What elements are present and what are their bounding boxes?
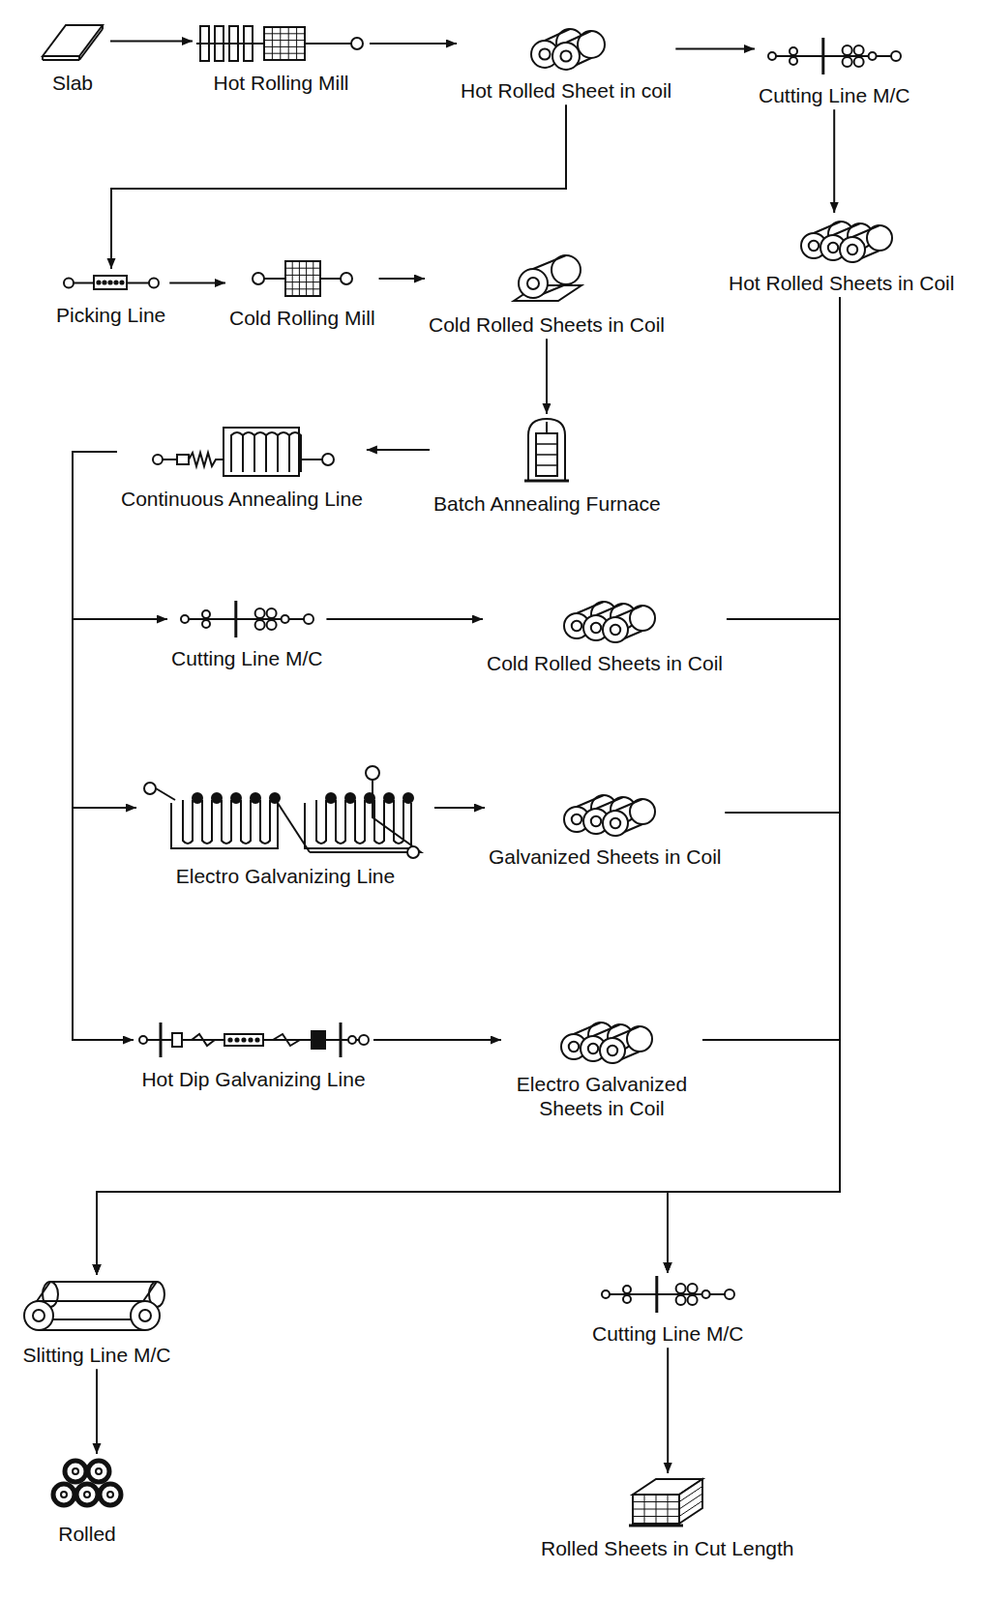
flow-arrow [667,619,840,1274]
machine-icon [527,27,605,71]
step-label: Cold Rolled Sheets in Coil [428,312,665,337]
process-step: Rolled [44,1454,130,1549]
process-step: Rolled Sheets in Cut Length [536,1473,799,1563]
step-label: Cutting Line M/C [758,83,910,108]
process-step: Electro Galvanized Sheets in Coil [501,1013,703,1123]
machine-icon [522,416,571,484]
process-step: Cold Rolled Sheets in Coil [482,593,727,678]
step-label: Electro Galvanized Sheets in Coil [505,1072,699,1121]
process-step: Cold Rolling Mill [225,257,380,332]
step-label: Hot Rolling Mill [196,70,366,95]
step-label: Hot Rolled Sheets in Coil [728,270,955,296]
process-step: Electro Galvanizing Line [136,757,435,891]
machine-icon [507,256,586,305]
flow-arrow [72,451,134,1041]
machine-icon [178,599,315,639]
process-step: Hot Rolled Sheets in Coil [724,212,958,298]
machine-icon [599,1275,736,1314]
machine-icon [558,1015,646,1065]
step-label: Cutting Line M/C [592,1321,744,1346]
step-label: Slab [38,70,107,95]
step-label: Picking Line [56,302,166,328]
step-label: Cold Rolling Mill [229,305,376,330]
process-step: Galvanized Sheets in Coil [484,786,725,871]
process-step: Picking Line [52,268,170,329]
flow-arrow [169,282,226,285]
flow-arrow [434,806,485,809]
flow-arrow [96,812,840,1276]
flow-arrow [667,1040,840,1274]
flow-arrow [373,1039,502,1042]
process-step: Cold Rolled Sheets in Coil [424,254,669,339]
machine-icon [62,270,160,296]
step-label: Cutting Line M/C [171,646,323,671]
step-label: Hot Dip Galvanizing Line [137,1067,370,1092]
machine-icon [561,788,649,837]
flow-arrow [667,812,840,1274]
flow-arrow [675,48,755,51]
machine-icon [766,36,902,76]
machine-icon [628,1475,707,1529]
flow-arrow [545,338,548,415]
flow-arrow [666,1347,669,1474]
flow-arrow [366,448,430,451]
step-label: Slitting Line M/C [19,1342,175,1368]
process-step: Batch Annealing Furnace [429,414,665,518]
flow-arrow [833,109,835,213]
flow-arrow [95,1369,98,1455]
flow-arrow [96,619,840,1276]
flow-arrow [96,297,840,1276]
step-label: Batch Annealing Furnace [433,491,661,516]
process-step: Continuous Annealing Line [117,423,367,513]
step-label: Cold Rolled Sheets in Coil [486,651,723,676]
flow-arrow [326,618,483,621]
machine-icon [38,19,107,63]
flow-arrow [667,297,840,1274]
machine-icon [561,595,649,644]
flow-arrow [96,1040,840,1276]
process-step: Slitting Line M/C [15,1275,179,1370]
process-step: Cutting Line M/C [754,34,914,110]
flow-arrow [111,104,567,269]
machine-icon [149,425,334,479]
step-label: Galvanized Sheets in Coil [488,844,721,869]
flow-arrow [379,277,425,280]
machine-icon [140,759,431,857]
process-step: Hot Rolling Mill [192,22,370,97]
step-label: Continuous Annealing Line [120,486,363,511]
flow-arrow [72,451,168,620]
step-label: Rolled [48,1521,126,1547]
machine-icon [798,214,886,264]
process-step: Cutting Line M/C [588,1273,747,1348]
flow-arrow [110,40,193,43]
machine-icon [48,1456,126,1515]
process-step: Cutting Line M/C [167,597,327,673]
machine-icon [137,1020,370,1060]
process-step: Hot Rolled Sheet in coil [456,25,676,105]
step-label: Rolled Sheets in Cut Length [540,1536,795,1561]
step-label: Hot Rolled Sheet in coil [460,78,672,103]
machine-icon [196,24,366,63]
process-step: Slab [34,17,111,97]
process-step: Hot Dip Galvanizing Line [133,1018,374,1094]
machine-icon [251,259,354,299]
step-label: Electro Galvanizing Line [140,864,431,889]
machine-icon [19,1277,175,1336]
flow-arrow [369,42,457,45]
